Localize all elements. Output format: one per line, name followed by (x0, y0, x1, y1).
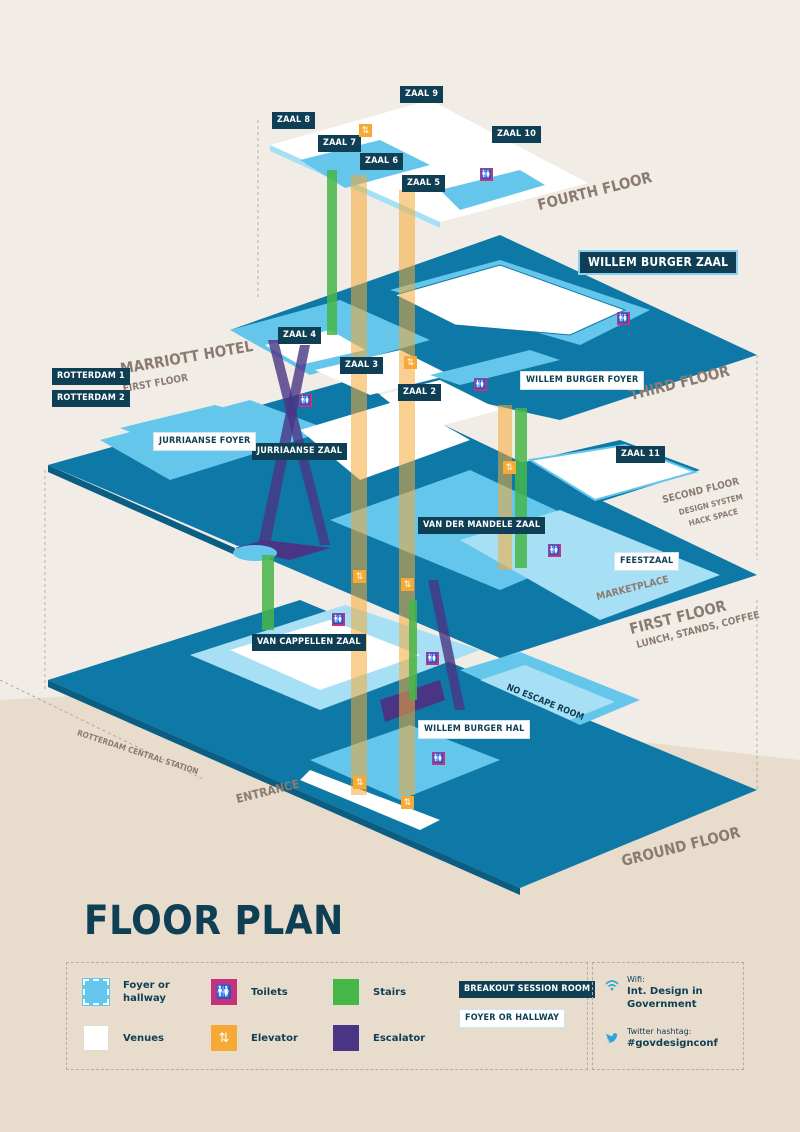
room-zaal-10[interactable]: ZAAL 10 (492, 126, 542, 143)
toilet-icon: 🚻 (426, 652, 439, 665)
room-van-der-mandele-zaal[interactable]: VAN DER MANDELE ZAAL (418, 517, 546, 534)
room-zaal-11[interactable]: ZAAL 11 (616, 446, 666, 463)
room-zaal-8[interactable]: ZAAL 8 (272, 112, 316, 129)
wifi-info: Wifi: Int. Design in Government (627, 975, 703, 1010)
elevator-icon: ⇅ (503, 461, 516, 474)
room-van-cappellen-zaal[interactable]: VAN CAPPELLEN ZAAL (252, 634, 366, 651)
toilet-icon: 🚻 (332, 613, 345, 626)
foyer-willem-burger-hal[interactable]: WILLEM BURGER HAL (418, 720, 531, 739)
toilet-icon: 🚻 (480, 168, 493, 181)
toilet-icon: 🚻 (548, 544, 561, 557)
elevator-icon: ⇅ (404, 356, 417, 369)
twitter-icon (605, 1031, 619, 1045)
legend-breakout-tag: BREAKOUT SESSION ROOM (459, 981, 596, 998)
escalator-swatch (333, 1025, 359, 1051)
toilet-icon: 🚻 (617, 312, 630, 325)
elevator-icon: ⇅ (401, 578, 414, 591)
elevator-icon: ⇅ (401, 796, 414, 809)
room-zaal-6[interactable]: ZAAL 6 (360, 153, 404, 170)
foyer-swatch (82, 978, 110, 1006)
legend-foyer: Foyer or hallway (82, 978, 193, 1006)
foyer-feestzaal[interactable]: FEESTZAAL (614, 552, 680, 571)
twitter-info: Twitter hashtag: #govdesignconf (627, 1027, 718, 1049)
elevator-icon: ⇅ (211, 1025, 237, 1051)
foyer-jurriaanse-foyer[interactable]: JURRIAANSE FOYER (153, 432, 257, 451)
toilet-icon: 🚻 (211, 979, 237, 1005)
elevator-icon: ⇅ (359, 124, 372, 137)
venue-swatch (83, 1025, 109, 1051)
elevator-icon: ⇅ (353, 776, 366, 789)
room-rotterdam-2[interactable]: ROTTERDAM 2 (52, 390, 130, 407)
info-box: Wifi: Int. Design in Government Twitter … (592, 962, 744, 1070)
legend-foyer-tag: FOYER OR HALLWAY (459, 1009, 566, 1028)
guide-lines (0, 120, 758, 790)
legend: Foyer or hallway Venues 🚻 Toilets ⇅ Elev… (66, 962, 596, 1070)
marriott-floor (120, 405, 240, 438)
elevator-icon: ⇅ (353, 570, 366, 583)
legend-venues: Venues (83, 1025, 164, 1051)
room-zaal-4[interactable]: ZAAL 4 (278, 327, 322, 344)
toilet-icon: 🚻 (299, 394, 312, 407)
room-willem-burger-zaal[interactable]: WILLEM BURGER ZAAL (578, 250, 739, 275)
foyer-willem-burger-foyer[interactable]: WILLEM BURGER FOYER (520, 371, 645, 390)
toilet-icon: 🚻 (474, 378, 487, 391)
legend-escalator: Escalator (333, 1025, 425, 1051)
wifi-icon (605, 977, 619, 991)
toilet-icon: 🚻 (432, 752, 445, 765)
room-zaal-7[interactable]: ZAAL 7 (318, 135, 362, 152)
legend-elevator: ⇅ Elevator (211, 1025, 298, 1051)
room-zaal-3[interactable]: ZAAL 3 (340, 357, 384, 374)
legend-toilets: 🚻 Toilets (211, 979, 288, 1005)
room-jurriaanse-zaal[interactable]: JURRIAANSE ZAAL (252, 443, 348, 460)
room-zaal-2[interactable]: ZAAL 2 (398, 384, 442, 401)
page-title: FLOOR PLAN (84, 898, 344, 944)
stairs-swatch (333, 979, 359, 1005)
legend-stairs: Stairs (333, 979, 406, 1005)
room-rotterdam-1[interactable]: ROTTERDAM 1 (52, 368, 130, 385)
room-zaal-9[interactable]: ZAAL 9 (400, 86, 444, 103)
room-zaal-5[interactable]: ZAAL 5 (402, 175, 446, 192)
